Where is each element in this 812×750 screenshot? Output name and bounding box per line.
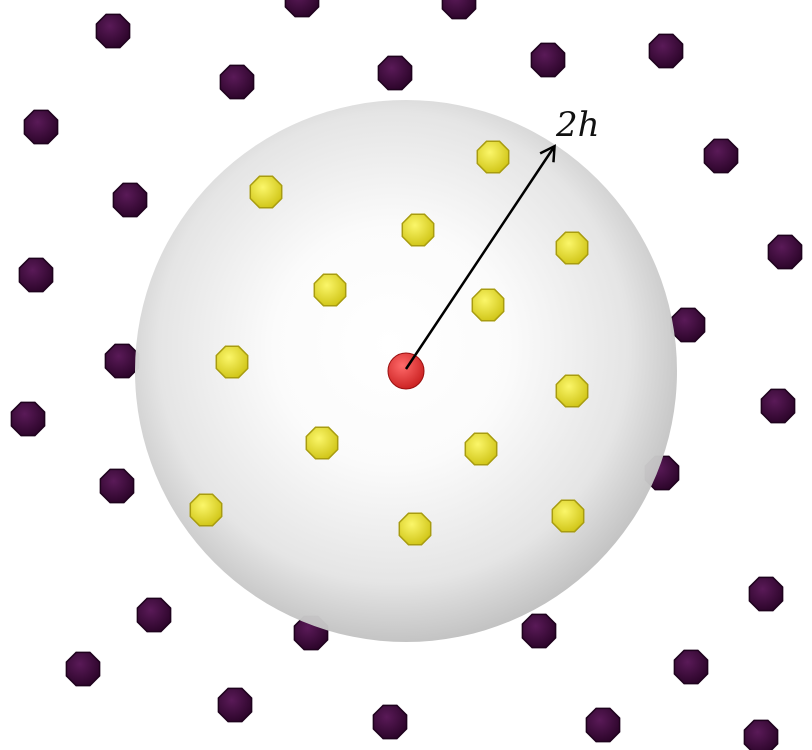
outer-particle (703, 138, 739, 174)
outer-particle (372, 704, 408, 740)
outer-particle (767, 234, 803, 270)
neighbor-particle (555, 231, 589, 265)
outer-particle (648, 33, 684, 69)
center-particle-group (387, 352, 425, 390)
outer-particle (748, 576, 784, 612)
outer-particle (65, 651, 101, 687)
neighbor-particle (476, 140, 510, 174)
outer-particle (95, 13, 131, 49)
outer-particle (743, 719, 779, 750)
neighbor-particle (401, 213, 435, 247)
outer-particle (673, 649, 709, 685)
radius-arrow (404, 144, 556, 370)
neighbor-particle (305, 426, 339, 460)
neighbor-particle (249, 175, 283, 209)
neighbor-particle (313, 273, 347, 307)
outer-particle (521, 613, 557, 649)
outer-particle (760, 388, 796, 424)
outer-particle (136, 597, 172, 633)
outer-particle (530, 42, 566, 78)
outer-particle (441, 0, 477, 20)
outer-particles (10, 0, 803, 750)
outer-particle (99, 468, 135, 504)
neighbor-particle (464, 432, 498, 466)
outer-particle (377, 55, 413, 91)
outer-particle (219, 64, 255, 100)
neighbor-particles (189, 140, 589, 546)
neighbor-particle (398, 512, 432, 546)
outer-particle (18, 257, 54, 293)
neighbor-particle (189, 493, 223, 527)
neighbor-particle (471, 288, 505, 322)
outer-particle (112, 182, 148, 218)
outer-particle (23, 109, 59, 145)
outer-particle (670, 307, 706, 343)
outer-particle (104, 343, 140, 379)
center-particle (387, 352, 425, 390)
outer-particle (10, 401, 46, 437)
neighbor-particle (215, 345, 249, 379)
outer-particle (217, 687, 253, 723)
outer-particle (585, 707, 621, 743)
radius-label: 2h (555, 105, 600, 145)
outer-particle (284, 0, 320, 18)
neighbor-particle (555, 374, 589, 408)
neighbor-particle (551, 499, 585, 533)
